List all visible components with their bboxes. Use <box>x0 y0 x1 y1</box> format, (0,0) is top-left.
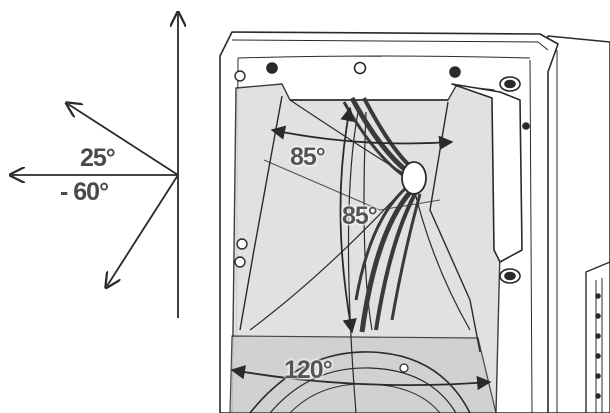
tilt-down-arrow-icon <box>107 174 179 286</box>
woofer-horizontal-angle-label: 120° <box>284 356 333 384</box>
connector-panel <box>585 261 610 413</box>
horn-horizontal-angle-arrow-icon <box>270 125 454 151</box>
woofer-panel <box>229 335 497 413</box>
horn-vertical-angle-arrow-icon <box>339 106 357 334</box>
coverage-arrows <box>230 106 492 391</box>
speaker-cabinet <box>219 31 610 413</box>
driver-throat <box>401 161 427 195</box>
tilt-up-arrow-icon <box>68 104 179 176</box>
tilt-up-label: 25° <box>80 144 116 172</box>
tilt-down-label: - 60° <box>60 178 109 206</box>
woofer-horizontal-angle-arrow-icon <box>230 365 492 391</box>
tilt-indicator <box>12 14 178 318</box>
horn-vertical-angle-label: 85° <box>342 202 378 230</box>
horn-horizontal-angle-label: 85° <box>290 143 326 171</box>
handle-icon <box>451 76 523 284</box>
screw-icon <box>234 61 530 373</box>
